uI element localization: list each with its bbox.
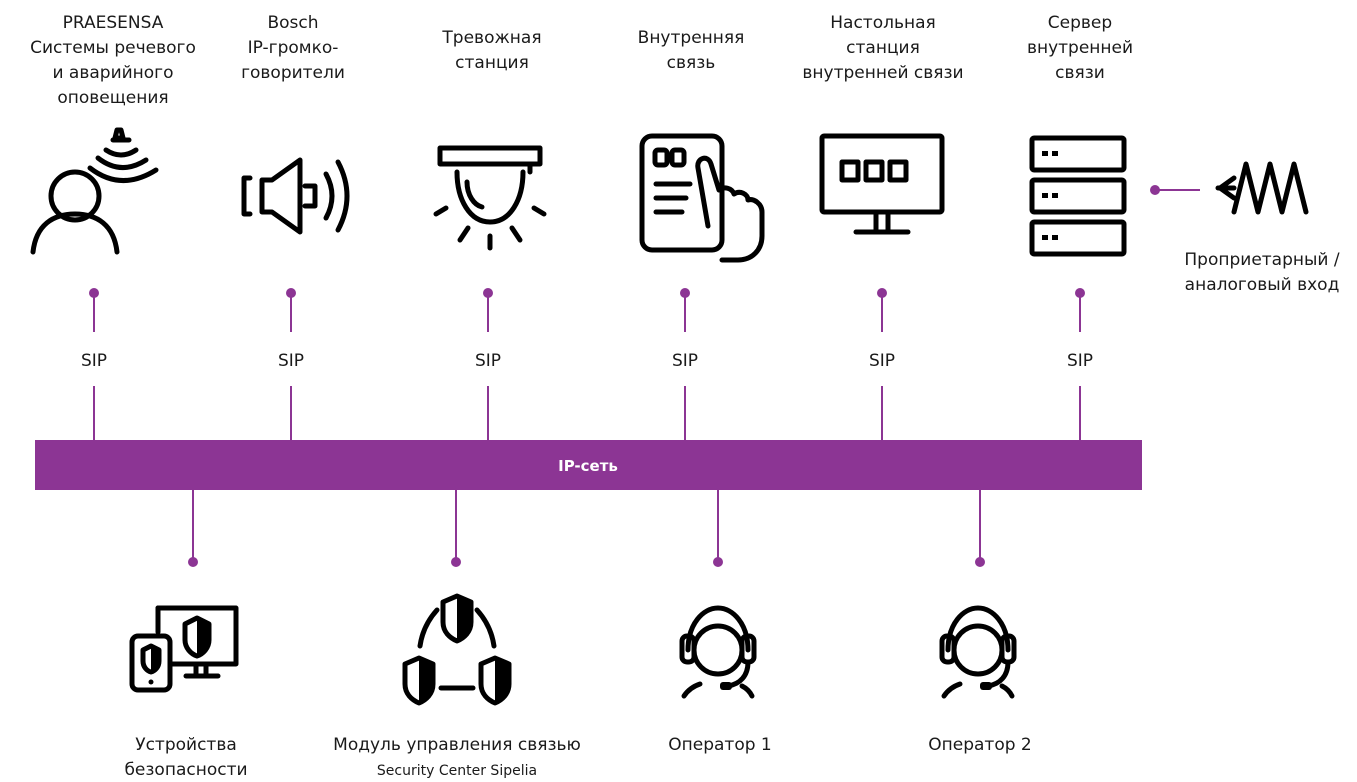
bottom-connector-4 (975, 490, 985, 567)
bottom-connector-3 (713, 490, 723, 567)
bottom-device-3-line-1: Оператор 1 (668, 735, 771, 755)
bottom-device-4-line-1: Оператор 2 (928, 735, 1031, 755)
person-speaker-icon (30, 127, 159, 255)
top-device-1-line-2: Системы речевого (30, 38, 196, 58)
top-device-2-line-2: IP-громко- (248, 38, 339, 58)
top-connector-4: SIP (672, 288, 698, 440)
bottom-connector-1-dot (188, 557, 198, 567)
headset-operator-1-icon (679, 605, 757, 699)
bottom-connector-4-dot (975, 557, 985, 567)
bottom-device-label-3: Оператор 1 (668, 735, 771, 755)
top-device-2-line-3: говорители (241, 63, 345, 83)
top-device-1-line-1: PRAESENSA (63, 13, 164, 33)
desk-station-monitor-icon (819, 133, 945, 235)
top-device-6-line-2: внутренней (1027, 38, 1133, 58)
bottom-connectors (188, 490, 985, 567)
sip-label-3: SIP (475, 351, 501, 371)
bottom-connector-3-dot (713, 557, 723, 567)
top-device-1-line-4: оповещения (57, 88, 168, 108)
top-connector-3: SIP (475, 288, 501, 440)
top-device-label-5: Настольная станция внутренней связи (802, 13, 963, 83)
top-device-1-line-3: и аварийного (52, 63, 173, 83)
top-device-label-6: Сервер внутренней связи (1027, 13, 1133, 83)
top-device-6-line-1: Сервер (1048, 13, 1112, 33)
sip-label-4: SIP (672, 351, 698, 371)
server-icon (1029, 135, 1127, 257)
bottom-connector-1 (188, 490, 198, 567)
bottom-device-1-line-1: Устройства (135, 735, 237, 755)
top-device-3-line-2: станция (455, 53, 529, 73)
bottom-connector-2-dot (451, 557, 461, 567)
analog-input-connector (1150, 185, 1200, 195)
sip-label-5: SIP (869, 351, 895, 371)
bottom-device-label-4: Оператор 2 (928, 735, 1031, 755)
top-device-label-4: Внутренняя связь (638, 28, 745, 73)
analog-input-line-2: аналоговый вход (1185, 275, 1340, 295)
top-connectors: SIP SIP SIP SIP SIP (81, 288, 1093, 440)
bottom-device-label-2: Модуль управления связью Security Center… (333, 735, 581, 779)
headset-operator-2-icon (939, 605, 1017, 699)
top-device-4-line-1: Внутренняя (638, 28, 745, 48)
sip-label-6: SIP (1067, 351, 1093, 371)
sip-label-1: SIP (81, 351, 107, 371)
ip-network-bus: IP-сеть (35, 440, 1142, 490)
top-connector-6: SIP (1067, 288, 1093, 440)
top-connector-2: SIP (278, 288, 304, 440)
bottom-device-2-line-1: Модуль управления связью (333, 735, 581, 755)
top-device-5-line-3: внутренней связи (802, 63, 963, 83)
analog-signal-icon (1215, 161, 1309, 215)
security-devices-icon (129, 605, 239, 693)
top-device-2-line-1: Bosch (267, 13, 318, 33)
top-device-6-line-3: связи (1055, 63, 1105, 83)
top-device-label-3: Тревожная станция (441, 28, 541, 73)
alarm-light-icon (433, 145, 547, 251)
top-device-5-line-1: Настольная (830, 13, 936, 33)
sip-label-2: SIP (278, 351, 304, 371)
top-connector-1: SIP (81, 288, 107, 440)
top-device-label-2: Bosch IP-громко- говорители (241, 13, 345, 83)
top-device-4-line-2: связь (667, 53, 716, 73)
bottom-device-label-1: Устройства безопасности (124, 735, 247, 780)
analog-input-line-1: Проприетарный / (1184, 250, 1339, 270)
ip-network-bar (35, 440, 1142, 490)
bottom-connector-2 (451, 490, 461, 567)
top-device-3-line-1: Тревожная (441, 28, 541, 48)
top-device-label-1: PRAESENSA Системы речевого и аварийного … (30, 13, 196, 108)
top-connector-5: SIP (869, 288, 895, 440)
loudspeaker-icon (241, 157, 350, 235)
top-device-5-line-2: станция (846, 38, 920, 58)
ip-network-label: IP-сеть (558, 457, 618, 475)
shield-network-icon (402, 593, 512, 706)
analog-input-label: Проприетарный / аналоговый вход (1184, 250, 1339, 295)
touch-panel-icon (639, 133, 765, 263)
bottom-device-2-subtitle: Security Center Sipelia (377, 763, 537, 779)
bottom-device-1-line-2: безопасности (124, 760, 247, 780)
